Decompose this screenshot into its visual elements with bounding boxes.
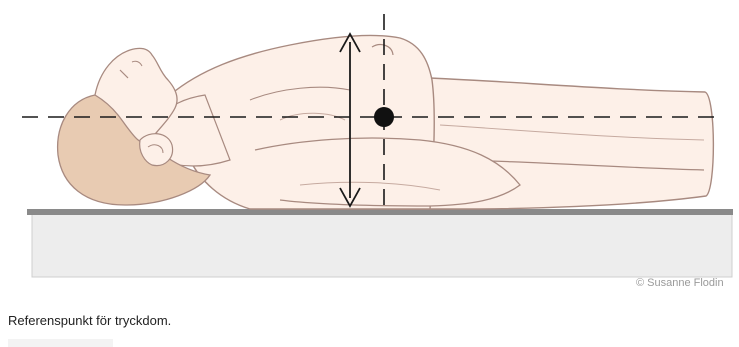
image-credit: © Susanne Flodin: [636, 277, 724, 289]
figure-caption: Referenspunkt för tryckdom.: [8, 313, 171, 328]
faint-divider: [8, 339, 113, 347]
mattress: [32, 214, 732, 277]
reference-point: [374, 107, 394, 127]
patient-illustration: [0, 0, 739, 295]
mattress-top-edge: [27, 209, 733, 215]
